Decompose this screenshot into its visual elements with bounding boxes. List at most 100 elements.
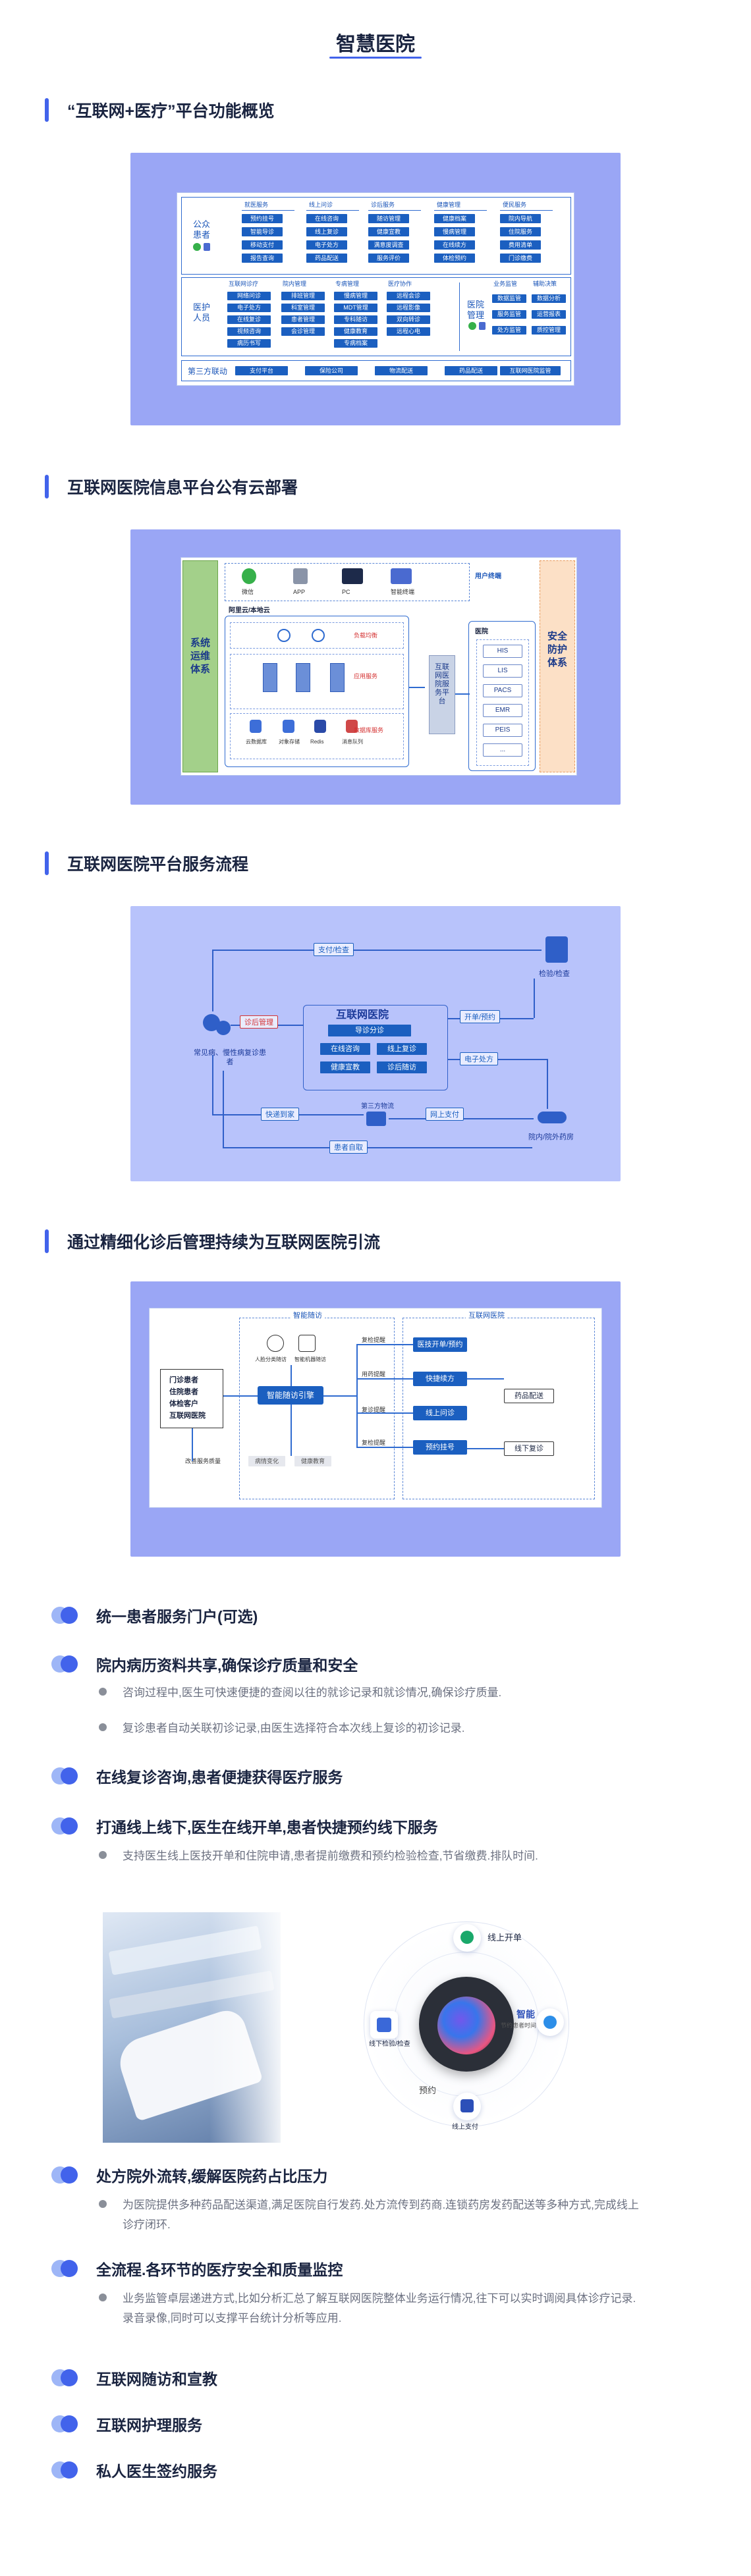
figure-service-flow: 常见病、慢性病复诊患者互联网医院导诊分诊在线咨询线上复诊健康宣教诊后随访检验/检… (130, 906, 621, 1181)
dot-dark (61, 2369, 78, 2386)
far-right-item: 药品配送 (504, 1389, 554, 1403)
dot-dark (61, 1607, 78, 1624)
dot-dark (61, 1767, 78, 1784)
right-item: 医技开单/预约 (413, 1337, 467, 1352)
wechat-icon (468, 322, 476, 330)
connector-line (409, 687, 425, 688)
phone-icon (479, 322, 486, 330)
row-medical-staff (181, 277, 571, 356)
exam-label: 检验/检查 (539, 970, 570, 978)
feature-item: 私人医生签约服务 (51, 2459, 217, 2481)
feature-chip: 院内导航 (500, 214, 541, 223)
security-system-bar (540, 560, 575, 772)
monitor-icon (342, 568, 363, 584)
feature-chip: 体检预约 (434, 254, 475, 263)
right-item: 快捷续方 (413, 1372, 467, 1386)
feature-item: 互联网随访和宣教 (51, 2367, 217, 2389)
patient-source-box (160, 1369, 223, 1428)
group-title: 就医服务 (244, 201, 269, 208)
patient-icon (216, 1021, 231, 1035)
client-terminal-area (225, 563, 470, 601)
dot-dark (61, 2166, 78, 2184)
row-public-patients (181, 197, 571, 275)
hospital-systems-area (476, 639, 529, 766)
section-title: 通过精细化诊后管理持续为互联网医院引流 (67, 1233, 381, 1252)
flow-label: 诊后管理 (240, 1015, 278, 1029)
service-layer (230, 622, 404, 649)
feature-chip: 报告查询 (242, 254, 283, 263)
section-title: “互联网+医疗”平台功能概览 (67, 102, 275, 121)
client-label: 微信 (242, 589, 254, 595)
spacer (418, 670, 419, 696)
feature-title: 私人医生签约服务 (96, 2463, 217, 2480)
connector-line (212, 1055, 213, 1114)
mid-label: 用药提醒 (362, 1371, 386, 1378)
ops-system-bar (182, 560, 218, 772)
bullet-text: 咨询过程中,医生可快速便捷的查阅以往的就诊记录和就诊情况,确保诊疗质量. (123, 1686, 502, 1699)
patient-label: 常见病、慢性病复诊患者 (194, 1049, 266, 1066)
platform-item: 线上复诊 (377, 1043, 427, 1055)
flow-label: 开单/预约 (460, 1010, 501, 1023)
feature-bullet: 业务监管卓层递进方式,比如分析汇总了解互联网医院整体业务运行情况,往下可以实时调… (99, 2289, 639, 2328)
connector-line (223, 1395, 258, 1397)
hospital-boundary (468, 621, 536, 771)
server-icon (263, 663, 277, 692)
hospital-label: 医院 (475, 628, 488, 635)
feature-chip: 预约挂号 (242, 214, 283, 223)
center-node: 智能随访引擎 (258, 1386, 323, 1405)
db-label: 对象存储 (279, 739, 300, 745)
feature-chip: 智能导诊 (242, 227, 283, 236)
group-underline (242, 210, 294, 211)
wechat-icon (193, 243, 201, 251)
hospital-system-box: PACS (483, 684, 522, 697)
feature-chip: 电子处方 (306, 240, 347, 250)
mid-label: 复诊提醒 (362, 1407, 386, 1413)
data-layer-label: 数据库服务 (354, 727, 384, 734)
platform-item: 诊后随访 (377, 1061, 427, 1073)
hospital-system-box: HIS (483, 645, 522, 658)
connector-line (223, 1071, 224, 1147)
feature-chip: 服务监管 (492, 310, 526, 319)
feature-chip: 数据监管 (492, 294, 526, 303)
feature-chip: 住院服务 (500, 227, 541, 236)
right-item: 线上问诊 (413, 1406, 467, 1420)
group-left-title: 智能随访 (291, 1312, 325, 1320)
dot-dark (61, 1655, 78, 1673)
bullet-dots-icon (51, 1765, 82, 1787)
platform-box (303, 1005, 448, 1090)
title-underline (329, 57, 422, 59)
section-heading-service-flow: 互联网医院平台服务流程 (45, 851, 248, 876)
security-system-label: 安全防护体系 (547, 631, 567, 668)
smart-icon (543, 2016, 557, 2029)
ops-system-label: 系统运维体系 (190, 637, 210, 675)
figure-followup: 门诊患者住院患者体检客户互联网医院智能随访互联网医院人脸分类随访智能机器随访智能… (130, 1281, 621, 1557)
feature-chip: 健康教育 (334, 327, 377, 336)
platform-label: 互联网医院服务平台 (435, 663, 449, 705)
feature-title: 互联网护理服务 (96, 2417, 202, 2434)
group-title: 健康管理 (437, 201, 461, 208)
calendar-icon (377, 2018, 391, 2032)
app-layer (230, 654, 404, 709)
bullet-dot-icon (99, 1723, 107, 1731)
feature-chip: 专科随访 (334, 315, 377, 324)
group-right-title: 互联网医院 (466, 1312, 507, 1320)
cloud-label: 阿里云/本地云 (229, 607, 270, 614)
bullet-dot-icon (99, 2200, 107, 2208)
feature-chip: 健康档案 (434, 214, 475, 223)
connector-line (534, 979, 535, 1018)
pharmacy-label: 院内/院外药房 (528, 1133, 574, 1141)
platform-title: 互联网医院 (336, 1009, 389, 1021)
bullet-text: 复诊患者自动关联初诊记录,由医生选择符合本次线上复诊的初诊记录. (123, 1722, 465, 1734)
terminal-icon (391, 568, 412, 584)
platform-item: 在线咨询 (320, 1043, 370, 1055)
feature-chip: 服务评价 (368, 254, 409, 263)
ai-item: 人脸分类随访 (255, 1356, 287, 1362)
database-icon (346, 720, 358, 733)
row2-right-label: 医院管理 (467, 300, 485, 320)
db-label: 云数据库 (246, 739, 267, 745)
dot-dark (61, 1817, 78, 1835)
figure-platform-overview: 公众患者 就医服务预约挂号智能导诊移动支付报告查询线上问诊在线咨询线上复诊电子处… (130, 153, 621, 425)
mid-label: 复检提醒 (362, 1337, 386, 1343)
followup-diagram: 门诊患者住院患者体检客户互联网医院智能随访互联网医院人脸分类随访智能机器随访智能… (149, 1308, 602, 1508)
connector-line (223, 1147, 532, 1148)
